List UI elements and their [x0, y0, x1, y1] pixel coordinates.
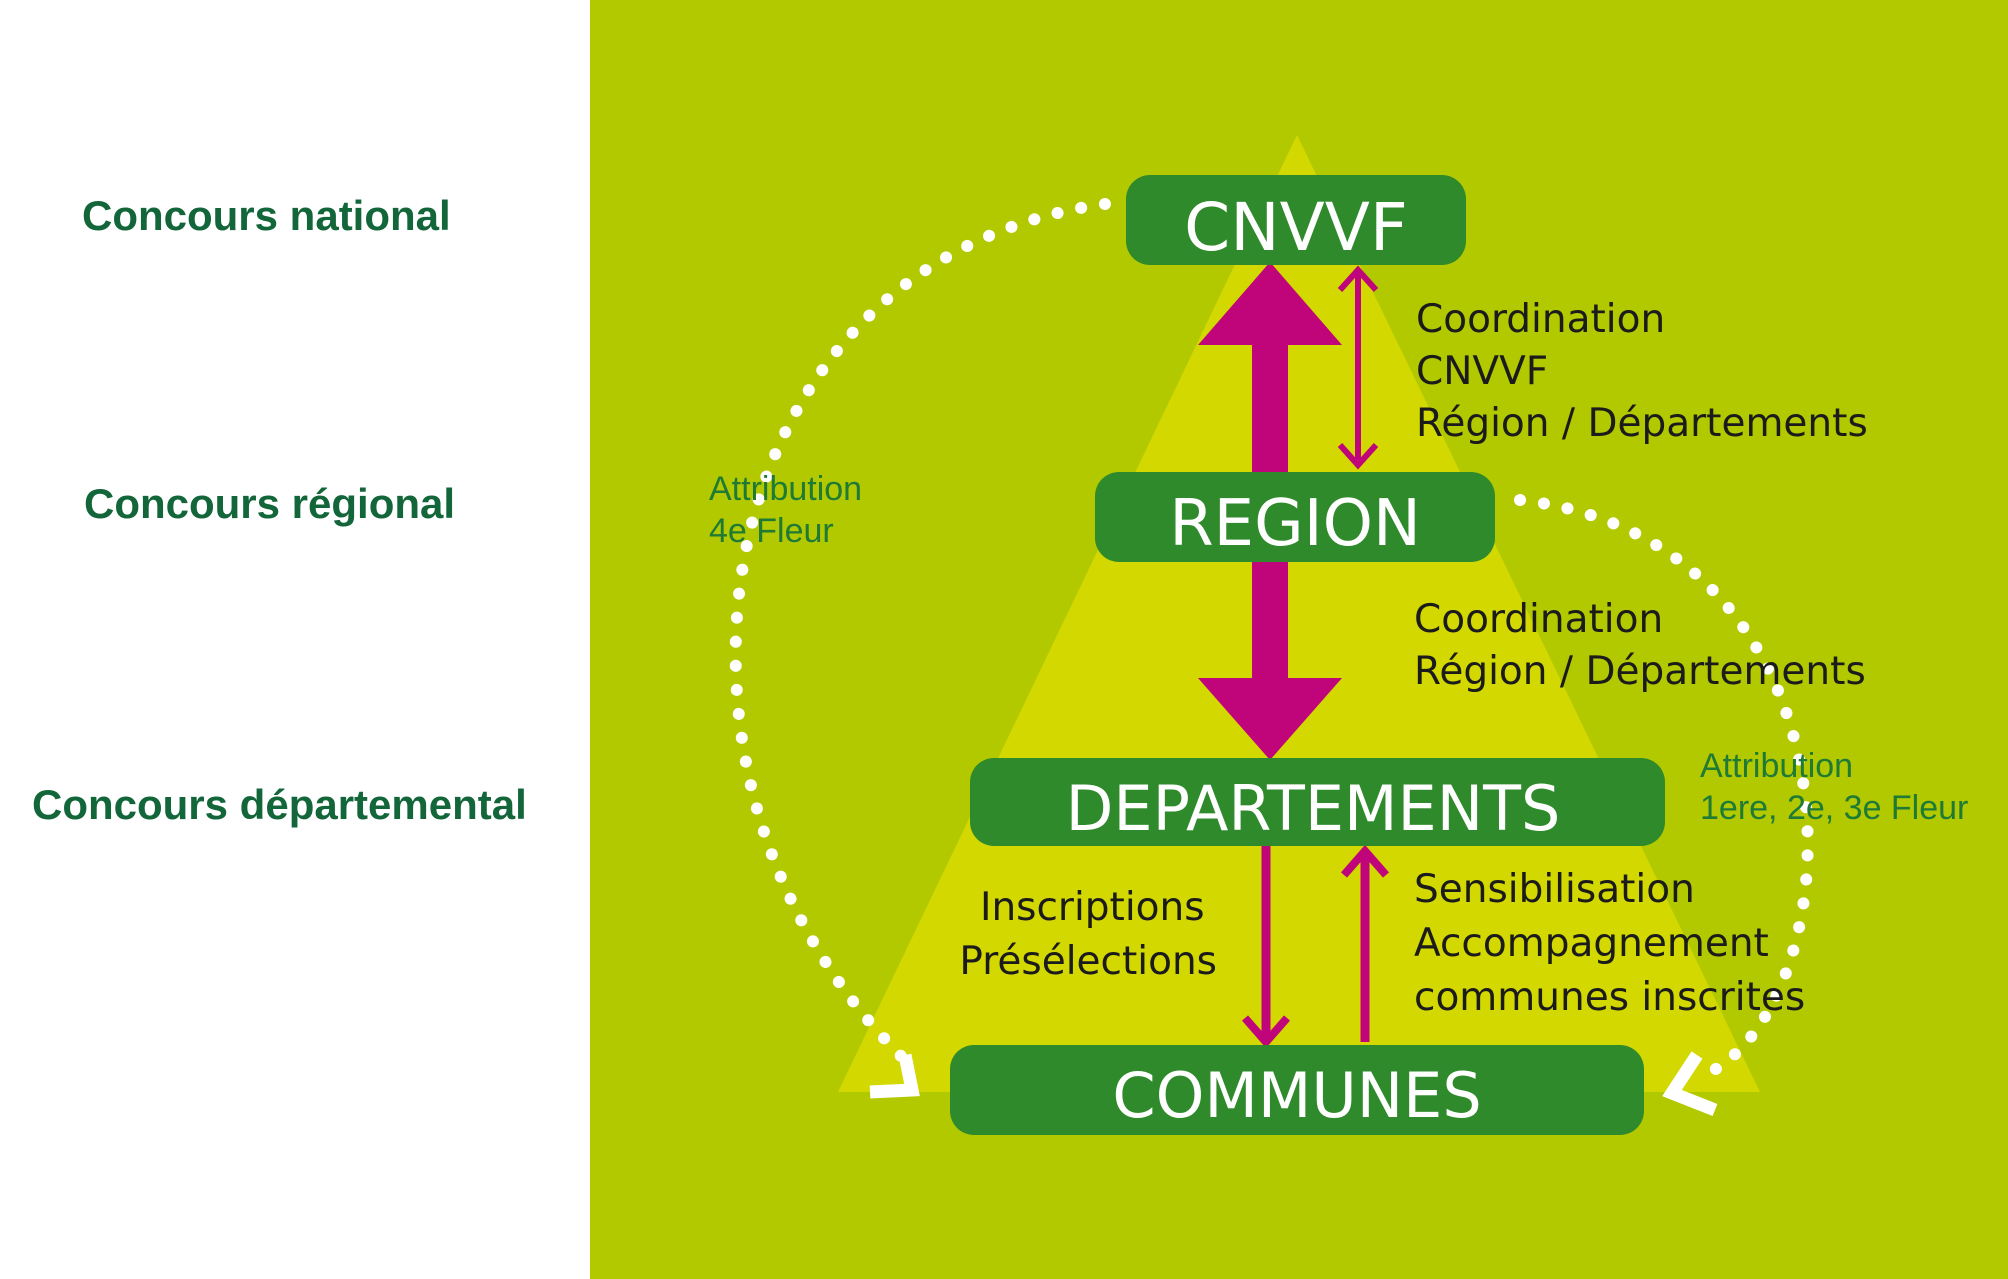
- annotation-inscriptions: Inscriptions Présélections: [959, 885, 1217, 984]
- level-label-regional: Concours régional: [84, 480, 456, 527]
- annotation-sensibilisation: Sensibilisation Accompagnement communes …: [1414, 867, 1805, 1020]
- annotation-attribution-123: Attribution 1ere, 2e, 3e Fleur: [1700, 747, 1968, 827]
- annotation-coord-region: Coordination Région / Départements: [1414, 597, 1866, 694]
- box-region-label: REGION: [1169, 487, 1421, 561]
- left-dotted-arrow: [729, 198, 1111, 1066]
- box-communes: COMMUNES: [950, 1045, 1644, 1135]
- box-region: REGION: [1095, 472, 1495, 562]
- box-cnvvf-label: CNVVF: [1184, 189, 1408, 266]
- coord-arrow-up-icon: [1337, 265, 1379, 293]
- left-arrowhead-icon: [869, 1053, 920, 1099]
- annotation-coord-cnvvf: Coordination CNVVF Région / Départements: [1416, 297, 1868, 446]
- level-label-departemental: Concours départemental: [32, 781, 527, 828]
- level-label-national: Concours national: [82, 192, 451, 239]
- box-departements: DEPARTEMENTS: [970, 758, 1665, 846]
- right-arrowhead-icon: [1662, 1051, 1718, 1117]
- main-arrow-up-head-icon: [1198, 262, 1342, 345]
- coord-arrow-down-icon: [1337, 442, 1379, 470]
- annotation-attribution-4e: Attribution 4e Fleur: [709, 470, 872, 550]
- main-arrow-down-head-icon: [1198, 678, 1342, 760]
- box-communes-label: COMMUNES: [1112, 1059, 1481, 1132]
- right-dotted-arrow: [1514, 494, 1814, 1081]
- box-cnvvf: CNVVF: [1126, 175, 1466, 266]
- sensibilisation-arrow-head-icon: [1340, 844, 1390, 878]
- box-departements-label: DEPARTEMENTS: [1066, 772, 1561, 845]
- pyramid-triangle: [838, 135, 1760, 1092]
- inscription-arrow-head-icon: [1241, 1015, 1291, 1049]
